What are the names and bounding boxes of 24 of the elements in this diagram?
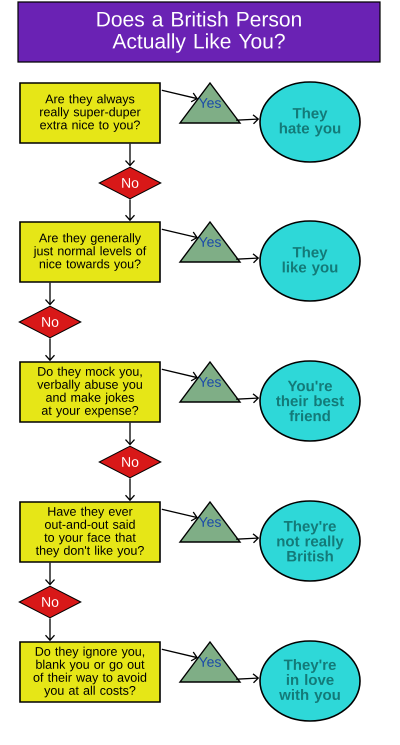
title-banner: Does a British Person Actually Like You? (17, 1, 381, 63)
question-box: Do they mock you, verbally abuse you and make jokes at your expense? (19, 361, 161, 423)
arrow (236, 393, 260, 404)
arrow (236, 114, 260, 124)
arrow (125, 478, 135, 502)
question-box: Are they always really super-duper extra nice to you? (19, 82, 161, 144)
arrow (162, 90, 198, 102)
arrow (125, 144, 135, 166)
arrow (125, 200, 135, 222)
arrow (236, 533, 260, 544)
question-box: Have they ever out-and-out said to your face that they don't like you? (19, 501, 161, 563)
arrow (45, 562, 55, 586)
arrow (162, 368, 198, 382)
arrow (236, 673, 260, 684)
arrow (162, 508, 198, 522)
arrow (125, 422, 135, 446)
question-box: Do they ignore you, blank you or go out of their way to avoid you at all costs? (19, 641, 161, 703)
arrow (236, 253, 260, 264)
arrow (45, 282, 55, 306)
question-box: Are they generally just normal levels of nice towards you? (19, 221, 161, 283)
arrow (45, 618, 55, 642)
arrow (162, 648, 198, 662)
arrow (162, 228, 198, 242)
arrow (45, 338, 55, 362)
